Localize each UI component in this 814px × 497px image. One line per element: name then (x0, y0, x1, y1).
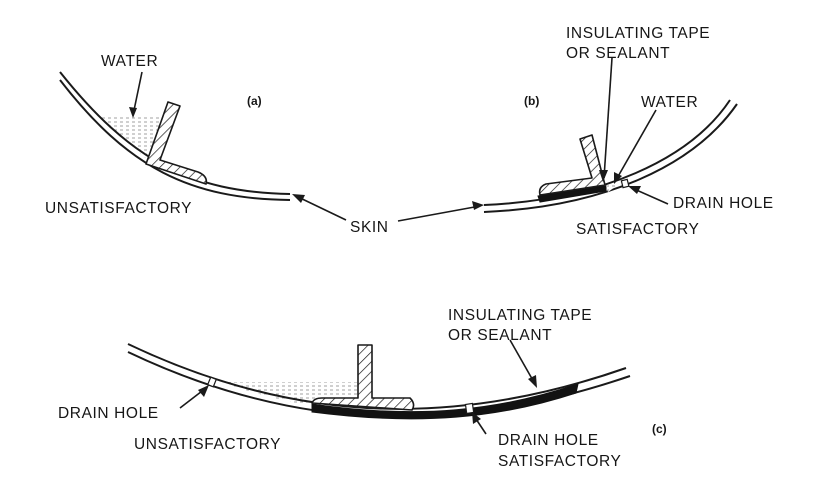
panel-tag-b: (b) (524, 94, 539, 108)
sealant-label-b-line2: OR SEALANT (566, 45, 670, 62)
skin-callout: SKIN (292, 194, 484, 236)
skin-label: SKIN (350, 219, 389, 236)
drain-arrow-c-right (472, 412, 481, 424)
sealant-leader-c (509, 339, 536, 385)
panel-tag-c: (c) (652, 422, 667, 436)
skin-leader-right (397, 205, 481, 222)
verdict-label-c-left: UNSATISFACTORY (134, 436, 281, 453)
drain-label-c-right: DRAIN HOLE (498, 432, 599, 449)
sealant-label-b-line1: INSULATING TAPE (566, 25, 710, 42)
sealant-arrow-c (528, 375, 537, 388)
sealant-label-c-line1: INSULATING TAPE (448, 307, 592, 324)
drain-label-c-left: DRAIN HOLE (58, 405, 159, 422)
verdict-label-a: UNSATISFACTORY (45, 200, 192, 217)
drain-hole-c-left (206, 376, 218, 388)
sealant-b (537, 185, 607, 203)
skin-a (59, 71, 291, 195)
sealant-c (311, 383, 579, 420)
verdict-label-b: SATISFACTORY (576, 221, 699, 238)
water-leader-b (615, 109, 657, 181)
skin-a-inner (59, 79, 291, 201)
panel-c: INSULATING TAPE OR SEALANT DRAIN HOLE UN… (58, 307, 667, 470)
skin-b-inner (483, 103, 738, 213)
drain-hole-c-right (464, 402, 475, 415)
drain-hole-b (620, 178, 630, 189)
drain-label-b: DRAIN HOLE (673, 195, 774, 212)
drain-arrow-c-left (198, 385, 209, 397)
skin-b (483, 99, 731, 206)
sealant-label-c-line2: OR SEALANT (448, 327, 552, 344)
skin-arrow-left (292, 194, 305, 203)
sealant-arrow-b (599, 170, 608, 182)
skin-leader-left (295, 195, 347, 221)
angle-bracket-b (538, 134, 606, 196)
angle-bracket-c (311, 344, 415, 411)
panel-a: WATER (a) UNSATISFACTORY (45, 53, 291, 217)
water-label-a: WATER (101, 53, 158, 70)
water-label-b: WATER (641, 94, 698, 111)
water-arrow-b (614, 172, 622, 184)
water-arrow-a (129, 107, 137, 118)
sealant-leader-b (603, 57, 613, 179)
panel-b: INSULATING TAPE OR SEALANT (b) WATER DRA… (483, 25, 774, 238)
skin-arrow-right (472, 201, 484, 210)
drain-arrow-b (628, 186, 641, 194)
water-pocket-b (606, 182, 622, 192)
panel-tag-a: (a) (247, 94, 262, 108)
verdict-label-c-right: SATISFACTORY (498, 453, 621, 470)
angle-bracket-a (145, 101, 208, 185)
